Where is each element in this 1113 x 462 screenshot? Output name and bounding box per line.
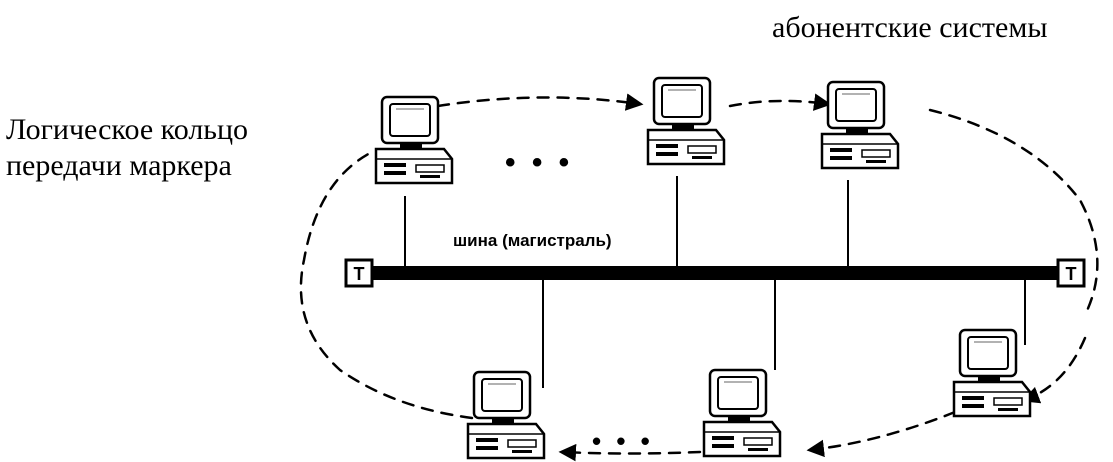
workstation-bottom-1 — [468, 372, 544, 458]
desktop-computer-icon — [704, 370, 780, 456]
workstation-top-3 — [822, 82, 898, 168]
desktop-computer-icon — [648, 78, 724, 164]
desktop-computer-icon — [468, 372, 544, 458]
ring-arrow-lower-right — [1025, 338, 1085, 400]
desktop-computer-icon — [376, 97, 452, 183]
ellipsis-top: • • • — [505, 146, 573, 179]
ring-arrow-top-1 — [438, 97, 640, 106]
terminator-left: T — [346, 260, 372, 286]
terminator-right: T — [1058, 260, 1084, 286]
workstation-top-2 — [648, 78, 724, 164]
desktop-computer-icon — [822, 82, 898, 168]
ellipsis-bottom: • • • — [592, 426, 654, 456]
terminator-left-label: T — [354, 264, 365, 284]
ring-arrow-bottom-right — [810, 412, 955, 450]
ring-arc-left — [301, 152, 472, 418]
desktop-computer-icon — [954, 330, 1030, 416]
workstation-top-1 — [376, 97, 452, 183]
ring-arrow-top-2 — [730, 101, 828, 106]
bus-label: шина (магистраль) — [453, 231, 612, 250]
terminator-right-label: T — [1066, 264, 1077, 284]
workstation-bottom-2 — [704, 370, 780, 456]
bus-backbone — [372, 266, 1058, 280]
drop-cables — [405, 176, 1025, 388]
workstation-bottom-3 — [954, 330, 1030, 416]
